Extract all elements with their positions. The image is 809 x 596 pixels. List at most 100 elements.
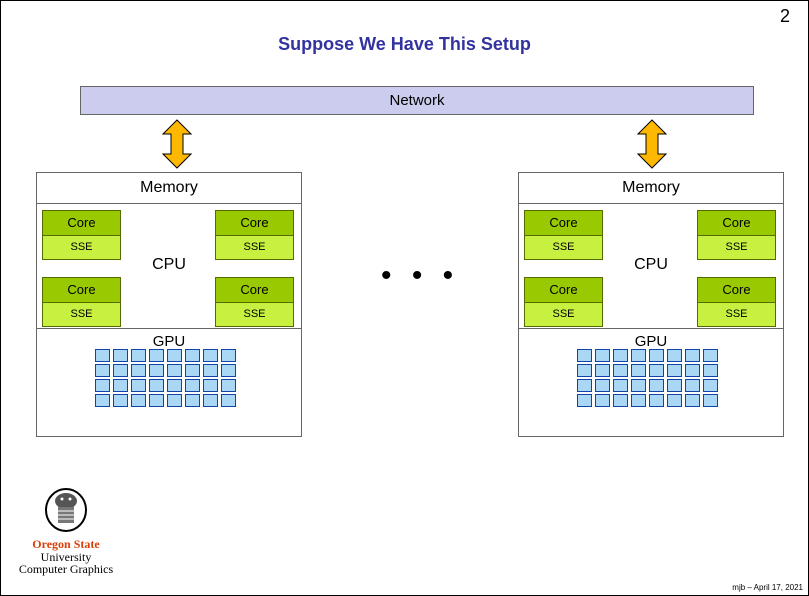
core-label: Core [525,278,602,303]
right-bidirectional-arrow-icon [637,119,667,169]
gpu-core-cell [649,394,664,407]
core-label: Core [698,278,775,303]
gpu-label: GPU [152,333,186,350]
gpu-core-cell [703,394,718,407]
gpu-core-cell [185,364,200,377]
gpu-core-cell [113,379,128,392]
sse-label: SSE [216,303,293,326]
gpu-core-cell [149,394,164,407]
gpu-core-cell [577,394,592,407]
gpu-core-cell [167,364,182,377]
gpu-core-cell [113,349,128,362]
compute-node-left: Memory CPU Core SSE Core SSE Core SSE Co… [36,172,302,437]
core-label: Core [216,278,293,303]
gpu-core-cell [167,349,182,362]
gpu-core-cell [685,394,700,407]
gpu-core-cell [167,394,182,407]
left-bidirectional-arrow-icon [162,119,192,169]
osu-logo: Oregon State University Computer Graphic… [11,487,121,576]
page-number: 2 [779,6,790,26]
gpu-core-cell [95,379,110,392]
gpu-core-cell [131,364,146,377]
core-block: Core SSE [215,210,294,260]
core-label: Core [216,211,293,236]
footer-credit: mjb – April 17, 2021 [732,583,803,592]
gpu-core-cell [577,379,592,392]
gpu-core-cell [577,349,592,362]
gpu-core-cell [685,349,700,362]
logo-line-oregon-state: Oregon State [32,537,100,551]
gpu-core-cell [577,364,592,377]
beaver-seal-icon [45,488,87,532]
core-label: Core [525,211,602,236]
gpu-core-cell [221,349,236,362]
logo-line-university: University [40,550,92,564]
sse-label: SSE [43,303,120,326]
memory-box: Memory [36,172,302,204]
gpu-core-cell [95,364,110,377]
gpu-core-cell [221,394,236,407]
sse-label: SSE [216,236,293,259]
gpu-label: GPU [634,333,668,350]
memory-box: Memory [518,172,784,204]
gpu-core-cell [131,394,146,407]
core-block: Core SSE [697,210,776,260]
gpu-core-cell [203,379,218,392]
cpu-box: CPU Core SSE Core SSE Core SSE Core SSE [36,203,302,329]
gpu-core-cell [149,379,164,392]
gpu-core-cell [613,394,628,407]
gpu-core-cell [185,394,200,407]
core-block: Core SSE [215,277,294,327]
gpu-core-cell [631,394,646,407]
core-label: Core [698,211,775,236]
gpu-core-grid [577,349,718,407]
gpu-core-grid [95,349,236,407]
gpu-core-cell [221,364,236,377]
sse-label: SSE [698,236,775,259]
gpu-core-cell [631,349,646,362]
gpu-core-cell [613,379,628,392]
gpu-core-cell [667,379,682,392]
gpu-core-cell [203,394,218,407]
ellipsis: • • • [381,259,460,292]
gpu-core-cell [631,364,646,377]
logo-line-computer-graphics: Computer Graphics [18,562,114,576]
compute-node-right: Memory CPU Core SSE Core SSE Core SSE Co… [518,172,784,437]
core-block: Core SSE [42,210,121,260]
sse-label: SSE [43,236,120,259]
gpu-core-cell [221,379,236,392]
core-block: Core SSE [524,210,603,260]
gpu-box: GPU [36,328,302,437]
gpu-core-cell [703,364,718,377]
gpu-core-cell [703,349,718,362]
gpu-core-cell [685,364,700,377]
gpu-core-cell [667,394,682,407]
gpu-core-cell [149,364,164,377]
gpu-core-cell [203,364,218,377]
core-block: Core SSE [524,277,603,327]
core-block: Core SSE [42,277,121,327]
sse-label: SSE [698,303,775,326]
gpu-core-cell [613,364,628,377]
sse-label: SSE [525,236,602,259]
gpu-core-cell [631,379,646,392]
gpu-core-cell [685,379,700,392]
cpu-box: CPU Core SSE Core SSE Core SSE Core SSE [518,203,784,329]
gpu-core-cell [595,364,610,377]
gpu-core-cell [595,379,610,392]
gpu-core-cell [703,379,718,392]
gpu-core-cell [595,349,610,362]
core-label: Core [43,278,120,303]
gpu-core-cell [649,349,664,362]
gpu-core-cell [113,364,128,377]
gpu-core-cell [113,394,128,407]
gpu-core-cell [613,349,628,362]
gpu-core-cell [167,379,182,392]
core-block: Core SSE [697,277,776,327]
gpu-core-cell [595,394,610,407]
sse-label: SSE [525,303,602,326]
gpu-core-cell [185,349,200,362]
core-label: Core [43,211,120,236]
gpu-core-cell [649,379,664,392]
